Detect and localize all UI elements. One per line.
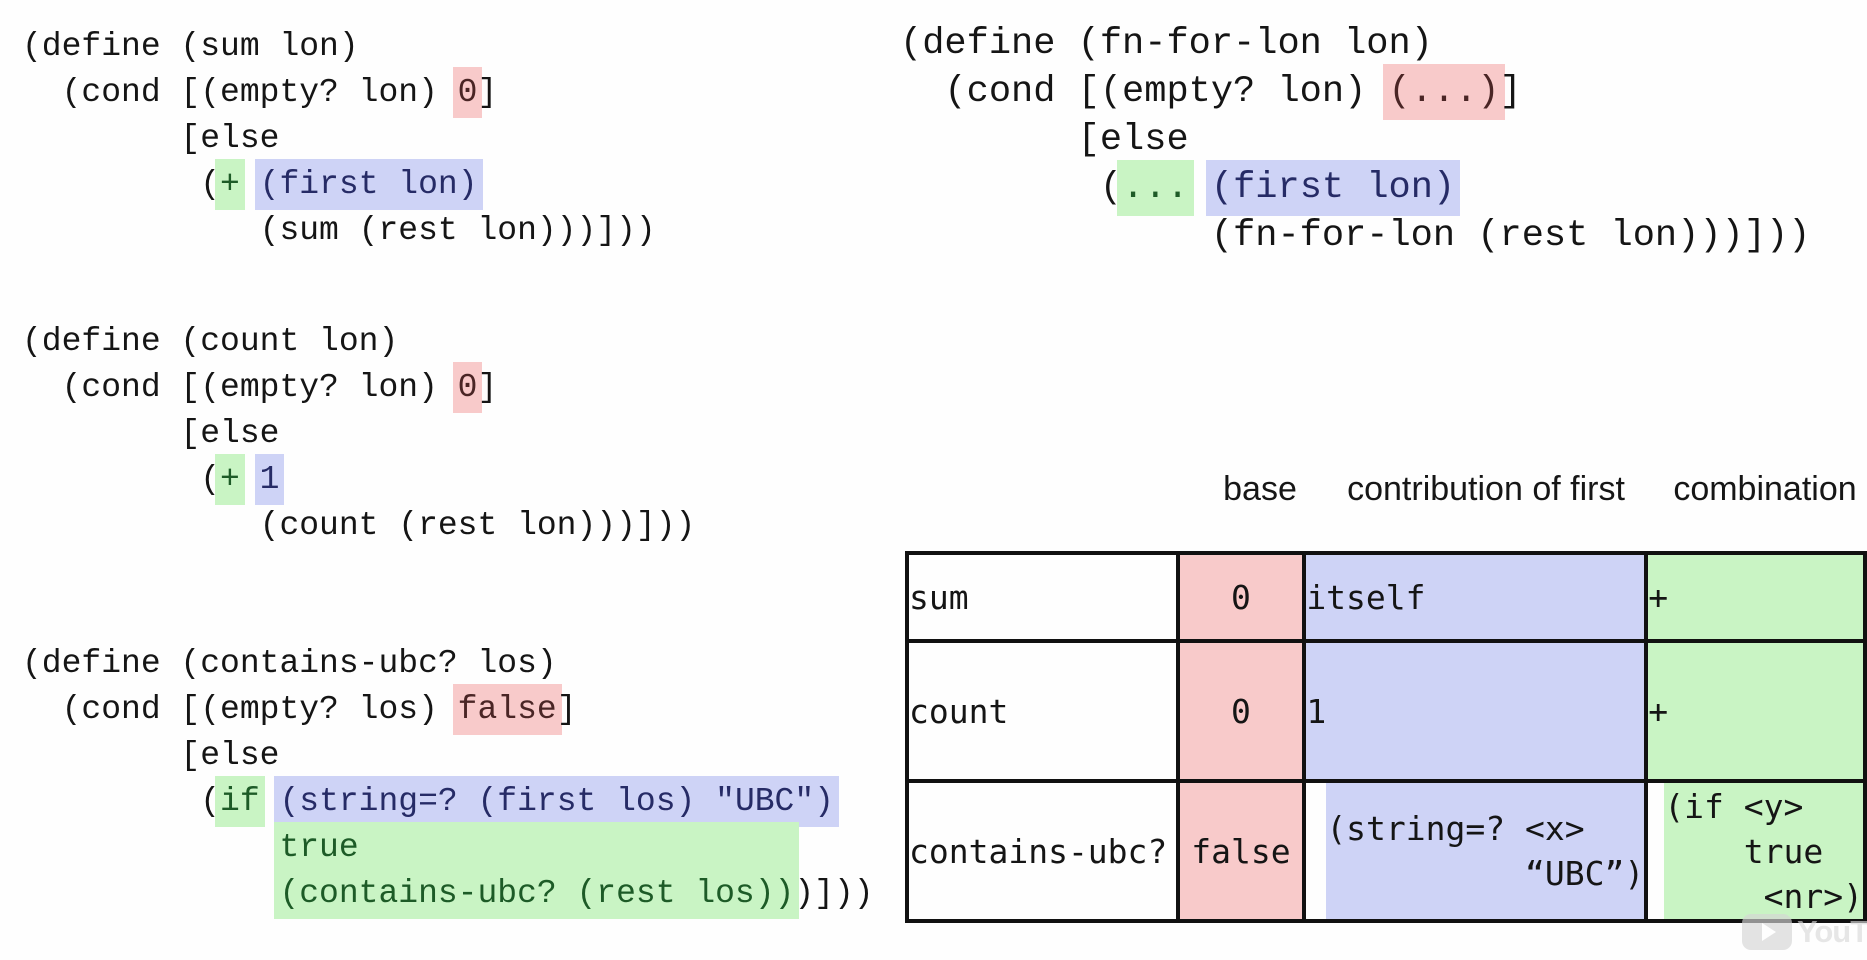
code-block-count: (define (count lon) (cond [(empty? lon) …: [22, 319, 695, 549]
code-line: (fn-for-lon (rest lon)))])): [900, 212, 1811, 260]
base-cell: 0: [1175, 551, 1307, 643]
contribution-cell: 1: [1302, 639, 1649, 783]
table-header-base: base: [1223, 470, 1297, 508]
contribution-cell: itself: [1302, 551, 1649, 643]
code-text: (cond [(empty? los): [22, 691, 458, 728]
code-text: (define (contains-ubc? los): [22, 645, 557, 682]
code-text: [22, 829, 279, 866]
code-line: (define (contains-ubc? los): [22, 641, 874, 687]
code-text: ]: [477, 369, 498, 406]
code-text: [else: [900, 119, 1189, 161]
table-header-contribution-of-first: contribution of first: [1347, 470, 1625, 508]
code-text: ]: [556, 691, 577, 728]
row-name-cell: contains-ubc?: [905, 779, 1180, 923]
code-text: (: [22, 783, 221, 820]
code-line: [else: [22, 116, 656, 162]
youtube-watermark: YouTube: [1742, 914, 1867, 950]
code-line: (count (rest lon)))])): [22, 503, 696, 549]
code-text: (define (fn-for-lon lon): [900, 23, 1433, 65]
code-text: [else: [22, 120, 280, 157]
code-text: (cond [(empty? lon): [22, 369, 458, 406]
code-line: (if (string=? (first los) "UBC"): [22, 776, 874, 827]
code-text: (sum (rest lon)))])): [22, 212, 656, 249]
green-highlight: true: [274, 822, 800, 873]
code-text: [else: [22, 737, 280, 774]
base-cell: false: [1175, 779, 1307, 923]
code-text: )])): [794, 875, 874, 912]
code-line: true: [22, 822, 874, 873]
row-name-cell: count: [905, 639, 1180, 783]
code-line: (+ 1: [22, 454, 695, 505]
code-line: (define (count lon): [22, 319, 695, 365]
code-text: (cond [(empty? lon): [22, 74, 458, 111]
blue-highlight: 1: [254, 454, 285, 505]
youtube-watermark-label: YouTube: [1797, 914, 1867, 949]
code-block-contains-ubc: (define (contains-ubc? los) (cond [(empt…: [22, 641, 874, 919]
code-line: (cond [(empty? lon) 0]: [22, 67, 656, 118]
code-line: (cond [(empty? lon) (...)]: [900, 64, 1810, 120]
contribution-cell: (string=? <x> “UBC”): [1302, 779, 1649, 923]
code-text: [else: [22, 415, 280, 452]
blue-highlight: (first lon): [1205, 160, 1461, 216]
pink-highlight: false: [452, 684, 562, 735]
row-name-cell: sum: [905, 551, 1180, 643]
code-line: [else: [22, 411, 695, 457]
code-text: (define (sum lon): [22, 28, 359, 65]
code-line: (cond [(empty? lon) 0]: [22, 362, 695, 413]
base-cell: 0: [1175, 639, 1307, 783]
green-highlight: +: [215, 454, 245, 505]
code-line: [else: [900, 116, 1810, 164]
blue-highlight: (string=? (first los) "UBC"): [274, 776, 839, 827]
pink-highlight: 0: [452, 362, 483, 413]
code-text: (count (rest lon)))])): [22, 507, 696, 544]
code-line: (contains-ubc? (rest los)))])): [22, 868, 874, 919]
combination-cell: +: [1644, 551, 1867, 643]
green-highlight: (contains-ubc? (rest los)): [274, 868, 800, 919]
code-text: (: [22, 166, 221, 203]
code-text: (define (count lon): [22, 323, 399, 360]
pink-highlight: 0: [452, 67, 483, 118]
green-highlight: +: [215, 159, 245, 210]
green-highlight: ...: [1117, 160, 1194, 216]
code-text: (: [900, 167, 1123, 209]
code-text: (cond [(empty? lon): [900, 71, 1389, 113]
table-row-count: count 0 1 +: [905, 639, 1867, 783]
code-line: (... (first lon): [900, 160, 1810, 216]
table-header-combination: combination: [1673, 470, 1857, 508]
code-line: [else: [22, 733, 874, 779]
combination-cell: +: [1644, 639, 1867, 783]
summary-table: sum 0 itself + count 0 1 + contains-ubc?…: [905, 551, 1867, 923]
table-row-sum: sum 0 itself +: [905, 551, 1867, 643]
play-icon: [1742, 914, 1792, 950]
blue-highlight: (first lon): [254, 159, 483, 210]
code-block-sum: (define (sum lon) (cond [(empty? lon) 0]…: [22, 24, 656, 254]
code-line: (define (sum lon): [22, 24, 656, 70]
code-text: ]: [1499, 71, 1522, 113]
code-text: (fn-for-lon (rest lon)))])): [900, 215, 1811, 257]
pink-highlight: (...): [1383, 64, 1505, 120]
code-line: (+ (first lon): [22, 159, 656, 210]
code-line: (define (fn-for-lon lon): [900, 20, 1810, 68]
code-line: (sum (rest lon)))])): [22, 208, 656, 254]
code-text: [22, 875, 279, 912]
code-block-fn-for-lon: (define (fn-for-lon lon) (cond [(empty? …: [900, 20, 1810, 260]
code-text: ]: [477, 74, 498, 111]
table-row-contains-ubc: contains-ubc? false (string=? <x> “UBC”)…: [905, 779, 1867, 923]
green-highlight: if: [215, 776, 265, 827]
code-text: (: [22, 461, 221, 498]
code-line: (cond [(empty? los) false]: [22, 684, 874, 735]
combination-cell: (if <y> true <nr>): [1644, 779, 1867, 923]
